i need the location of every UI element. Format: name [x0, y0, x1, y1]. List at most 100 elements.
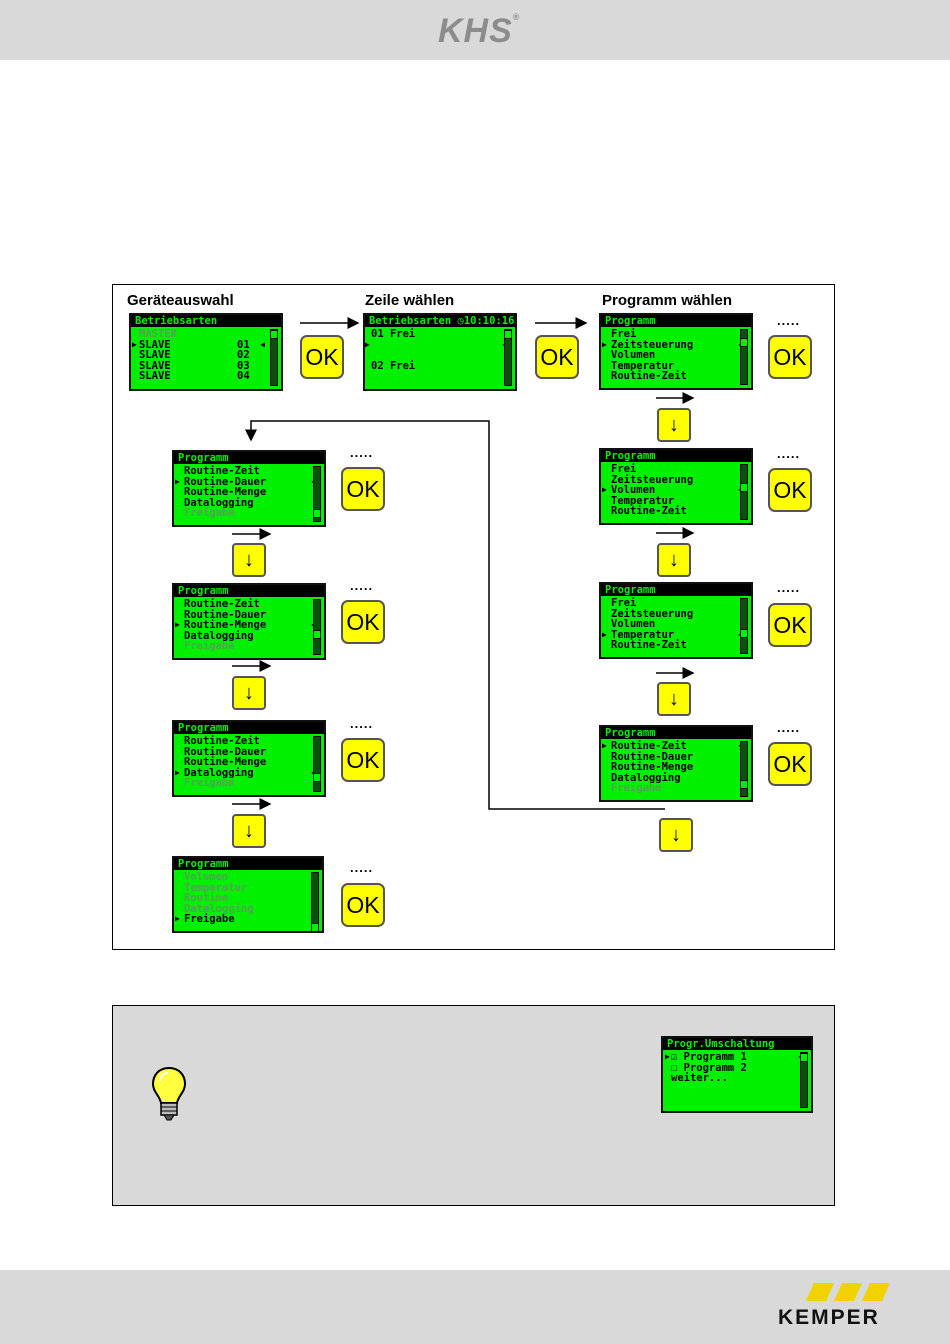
lcd-row: Routine-Zeit [184, 598, 260, 610]
lcd-program-volumen: Programm Frei Zeitsteuerung ▶Volumen◀ Te… [599, 448, 753, 525]
lcd-row: Routine-Dauer [184, 745, 267, 758]
lcd-row: Frei [611, 328, 637, 340]
lcd-row: Volumen [184, 871, 229, 883]
down-arrow-button[interactable]: ↓ [657, 543, 691, 577]
lcd-program-routine-menge: Programm Routine-Zeit Routine-Dauer ▶Rou… [172, 583, 326, 660]
lcd-title: Programm [174, 585, 324, 597]
lcd-title: Programm [174, 722, 324, 734]
title-device-selection: Geräteauswahl [127, 292, 234, 309]
lcd-title: Programm [601, 584, 751, 596]
lcd-scrollbar [270, 329, 278, 386]
lcd-row: Routine-Menge [184, 756, 267, 768]
lcd-row [371, 350, 495, 361]
lcd-row-selected: ▶Routine-Zeit◀ [602, 740, 743, 752]
lcd-row: Routine-Menge [184, 486, 267, 498]
lcd-row: 02 Frei [371, 359, 416, 372]
lcd-program-switch: Progr.Umschaltung ▶☑ Programm 1◀ ☐ Progr… [661, 1036, 813, 1113]
lcd-program-temperatur: Programm Frei Zeitsteuerung Volumen ▶Tem… [599, 582, 753, 659]
lcd-title: Programm [174, 858, 322, 870]
ok-button[interactable]: OK [341, 467, 385, 511]
lcd-row-selected: ▶☑ Programm 1◀ [665, 1051, 803, 1063]
lcd-title: Programm [601, 727, 751, 739]
lcd-scrollbar [311, 872, 319, 931]
lcd-row: Freigabe [184, 777, 235, 789]
lcd-row: Datalogging [611, 771, 681, 784]
lcd-row: Datalogging [184, 902, 254, 915]
lcd-scrollbar [313, 599, 321, 655]
page-header: KHS® [0, 0, 950, 60]
down-arrow-button[interactable]: ↓ [657, 408, 691, 442]
continuation-dots: ..... [350, 860, 374, 875]
registered-mark: ® [512, 12, 521, 22]
navigation-diagram [112, 284, 835, 950]
ok-button[interactable]: OK [535, 335, 579, 379]
kemper-logo-stripes [806, 1283, 890, 1301]
lcd-row-selected: ▶Routine-Menge◀ [175, 619, 316, 631]
lcd-row: ☐ Programm 2 [671, 1061, 747, 1074]
lcd-row: MASTER [139, 328, 177, 340]
lcd-row: Freigabe [611, 782, 662, 794]
lcd-row: Frei [611, 463, 637, 475]
lcd-row: 01 Frei [371, 328, 416, 340]
down-arrow-button[interactable]: ↓ [659, 818, 693, 852]
kemper-logo-text: KEMPER [778, 1306, 880, 1329]
down-arrow-button[interactable]: ↓ [657, 682, 691, 716]
lcd-row: Routine-Zeit [184, 465, 260, 477]
lcd-row: Temperatur [611, 494, 675, 507]
lcd-scrollbar [740, 464, 748, 520]
ok-button[interactable]: OK [768, 742, 812, 786]
ok-button[interactable]: OK [341, 883, 385, 927]
lcd-row: Routine-Zeit [611, 370, 687, 382]
lcd-row: Datalogging [184, 496, 254, 509]
lcd-row: Frei [611, 597, 637, 609]
down-arrow-button[interactable]: ↓ [232, 814, 266, 848]
ok-button[interactable]: OK [768, 468, 812, 512]
continuation-dots: ..... [350, 445, 374, 460]
lcd-row: Routine [184, 892, 229, 904]
khs-logo-text: KHS [438, 12, 513, 50]
ok-button[interactable]: OK [341, 738, 385, 782]
lcd-title: Programm [601, 450, 751, 462]
continuation-dots: ..... [777, 446, 801, 461]
lcd-title: Betriebsarten ◷10:10:16 [365, 315, 515, 327]
lcd-title: Programm [601, 315, 751, 327]
title-select-row: Zeile wählen [365, 292, 455, 309]
lcd-scrollbar [740, 741, 748, 797]
lcd-program-routine-dauer: Programm Routine-Zeit ▶Routine-Dauer◀ Ro… [172, 450, 326, 527]
lcd-scrollbar [504, 329, 512, 386]
lcd-row: Temperatur [184, 881, 248, 894]
lcd-scrollbar [313, 736, 321, 792]
continuation-dots: ..... [350, 716, 374, 731]
lcd-row: Temperatur [611, 359, 675, 372]
ok-button[interactable]: OK [768, 335, 812, 379]
lcd-title: Progr.Umschaltung [663, 1038, 811, 1050]
lcd-row: Zeitsteuerung [611, 473, 694, 486]
continuation-dots: ..... [777, 720, 801, 735]
lcd-row: Volumen [611, 618, 656, 630]
lcd-row: weiter... [671, 1072, 728, 1084]
lcd-row: Routine-Zeit [184, 735, 260, 747]
lcd-row: Freigabe [184, 507, 235, 519]
lcd-program-freigabe: Programm Volumen Temperatur Routine Data… [172, 856, 324, 933]
title-select-program: Programm wählen [602, 292, 733, 309]
ok-button[interactable]: OK [341, 600, 385, 644]
lcd-title: Programm [174, 452, 324, 464]
lcd-title: Betriebsarten [131, 315, 281, 327]
lcd-program-datalogging: Programm Routine-Zeit Routine-Dauer Rout… [172, 720, 326, 797]
lcd-row: Routine-Zeit [611, 639, 687, 651]
lcd-scrollbar [740, 329, 748, 385]
lcd-program-frei: Programm Frei ▶Zeitsteuerung◀ Volumen Te… [599, 313, 753, 390]
ok-button[interactable]: OK [300, 335, 344, 379]
lcd-row: Zeitsteuerung [611, 607, 694, 620]
down-arrow-button[interactable]: ↓ [232, 543, 266, 577]
lcd-program-routine-zeit: Programm ▶Routine-Zeit◀ Routine-Dauer Ro… [599, 725, 753, 802]
lcd-row-selection: Betriebsarten ◷10:10:16 01 Frei ▶◀ 02 Fr… [363, 313, 517, 391]
continuation-dots: ..... [350, 578, 374, 593]
ok-button[interactable]: OK [768, 603, 812, 647]
down-arrow-button[interactable]: ↓ [232, 676, 266, 710]
